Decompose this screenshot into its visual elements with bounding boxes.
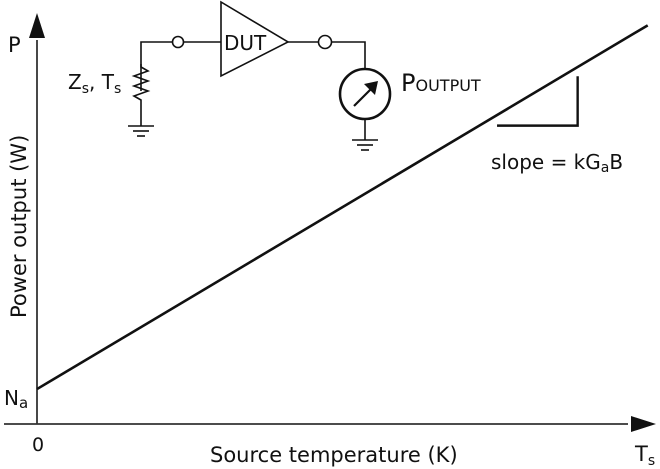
meter-wire [331,41,366,69]
meter-arrowhead [364,81,378,95]
circuit-diagram [128,0,392,151]
output-port-icon [317,34,333,50]
y-axis-title: Power output (W) [7,135,31,318]
x-axis-arrow [631,416,656,432]
meter-needle [353,88,372,107]
meter-label: POUTPUT [401,69,481,97]
ground-icon-meter [352,139,378,151]
slope-label: slope = kGaB [491,150,623,176]
x-axis-symbol: Ts [634,442,655,469]
series-line [36,24,649,391]
slope-triangle [497,76,579,127]
source-wire [140,41,173,91]
x-tick-label: 0 [32,434,44,456]
y-axis-symbol: P [8,33,21,57]
ground-icon-source [128,125,154,137]
x-axis-title: Source temperature (K) [210,443,458,467]
y-axis-arrow [29,13,45,38]
source-label: Zs, Ts [68,70,121,97]
amplifier-icon [220,0,290,78]
input-port-icon [171,35,185,49]
y-intercept-label: Na [4,386,28,412]
resistor-icon [131,64,151,126]
amplifier-label: DUT [224,31,267,55]
